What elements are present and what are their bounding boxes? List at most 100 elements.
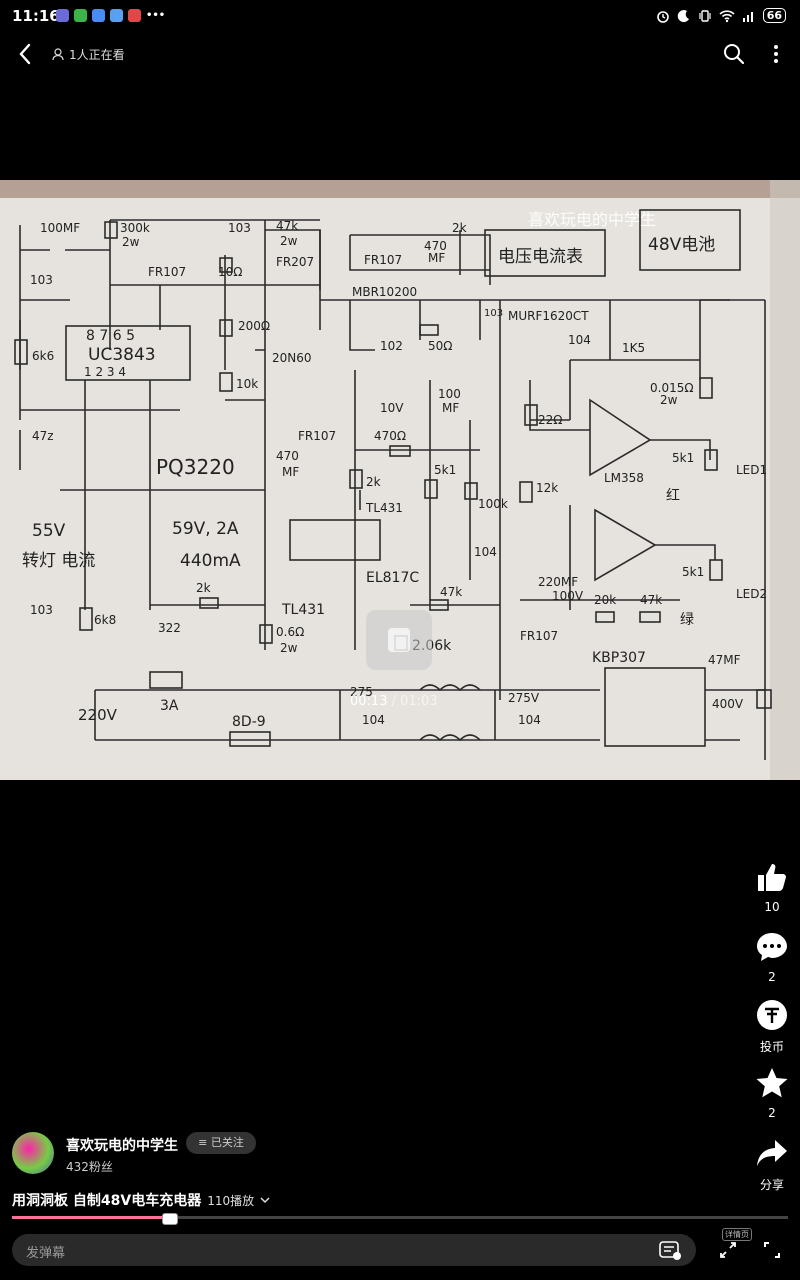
- schematic-label: 20N60: [272, 351, 312, 365]
- schematic-label: 0.015Ω: [650, 381, 694, 395]
- cloud-icon: [110, 9, 123, 22]
- schematic-label: MF: [428, 251, 445, 265]
- signal-icon: [742, 11, 753, 22]
- play-pause-icon[interactable]: [366, 610, 432, 670]
- back-arrow-icon[interactable]: [14, 40, 38, 68]
- share-button[interactable]: 分享: [746, 1136, 798, 1193]
- wechat-icon: [74, 9, 87, 22]
- coin-label: 投币: [759, 1040, 784, 1054]
- schematic-label: 103: [228, 221, 251, 235]
- progress-thumb[interactable]: [162, 1213, 178, 1225]
- schematic-label: 100V: [552, 589, 584, 603]
- schematic-label: 2k: [196, 581, 211, 595]
- schematic-label: 5k1: [672, 451, 694, 465]
- schematic-label: 104: [568, 333, 591, 347]
- schematic-label: 3A: [160, 698, 179, 714]
- schematic-label: 47k: [440, 585, 462, 599]
- like-button[interactable]: 10: [746, 860, 798, 914]
- schematic-label: 220V: [78, 706, 118, 724]
- search-icon[interactable]: [722, 42, 746, 66]
- fullscreen-icon[interactable]: [762, 1240, 782, 1260]
- video-player[interactable]: 100MF 300k 2w 103 47k 2w 2k FR107 470 MF…: [0, 180, 800, 780]
- share-icon: [757, 1140, 787, 1166]
- schematic-label: 10Ω: [218, 265, 242, 279]
- coin-button[interactable]: 投币: [746, 998, 798, 1055]
- schematic-label: LED1: [736, 463, 767, 477]
- schematic-label: 47MF: [708, 653, 741, 667]
- schematic-label: 1 2 3 4: [84, 365, 126, 379]
- favorite-button[interactable]: 2: [746, 1066, 798, 1120]
- comment-button[interactable]: 2: [746, 930, 798, 984]
- vibrate-icon: [699, 9, 711, 22]
- schematic-label: 103: [30, 603, 53, 617]
- more-notifications-icon: •••: [146, 10, 166, 21]
- schematic-label: PQ3220: [156, 455, 235, 479]
- schematic-label: FR107: [298, 429, 336, 443]
- schematic-label: 102: [380, 339, 403, 353]
- top-nav: 1人正在看: [0, 34, 800, 74]
- schematic-label: 2w: [122, 235, 140, 249]
- uploader-name[interactable]: 喜欢玩电的中学生: [66, 1138, 178, 1154]
- schematic-drawing: 100MF 300k 2w 103 47k 2w 2k FR107 470 MF…: [0, 180, 800, 780]
- schematic-label: 470Ω: [374, 429, 406, 443]
- expand-icon[interactable]: [718, 1240, 738, 1260]
- schematic-label: 322: [158, 621, 181, 635]
- schematic-label: 2k: [366, 475, 381, 489]
- more-options-icon[interactable]: [768, 42, 784, 66]
- schematic-label: 6k8: [94, 613, 116, 627]
- danmaku-placeholder: 发弹幕: [26, 1246, 66, 1261]
- schematic-label: 绿: [680, 612, 694, 628]
- schematic-label: 100MF: [40, 221, 80, 235]
- schematic-label: MURF1620CT: [508, 309, 589, 323]
- schematic-label: 47z: [32, 429, 54, 443]
- video-title-row[interactable]: 用洞洞板 自制48V电车充电器 110播放: [12, 1190, 270, 1210]
- schematic-label: 1K5: [622, 341, 645, 355]
- schematic-label: 5k1: [682, 565, 704, 579]
- schematic-label: 20k: [594, 593, 616, 607]
- coin-icon: [757, 1000, 787, 1030]
- danmaku-toggle-icon[interactable]: [658, 1238, 682, 1262]
- play-count: 110播放: [207, 1193, 255, 1208]
- schematic-label: 红: [666, 488, 680, 504]
- schematic-label: 55V: [32, 521, 66, 541]
- schematic-label: MF: [442, 401, 459, 415]
- schematic-label: 电压电流表: [498, 247, 583, 267]
- progress-bar[interactable]: [12, 1216, 788, 1219]
- schematic-label: TL431: [281, 602, 325, 618]
- play-glyph: [388, 628, 410, 652]
- schematic-label: 50Ω: [428, 339, 452, 353]
- schematic-label: 275: [350, 685, 373, 699]
- schematic-label: 12k: [536, 481, 558, 495]
- detail-page-badge: 详情页: [722, 1228, 752, 1241]
- duration: 01:03: [400, 694, 438, 709]
- schematic-label: 275V: [508, 691, 540, 705]
- status-bar: 11:16 ••• 66: [0, 0, 800, 32]
- follow-button[interactable]: ≡ 已关注: [186, 1132, 256, 1154]
- avatar[interactable]: [12, 1132, 54, 1174]
- danmaku-input[interactable]: 发弹幕: [12, 1234, 696, 1266]
- viewers-icon: [52, 48, 64, 61]
- current-time: 00:13: [350, 694, 388, 709]
- moon-icon: [677, 9, 689, 22]
- system-icons: 66: [656, 8, 786, 23]
- schematic-label: 100k: [478, 497, 508, 511]
- schematic-label: 400V: [712, 697, 744, 711]
- share-label: 分享: [759, 1178, 784, 1192]
- schematic-label: 10k: [236, 377, 258, 391]
- progress-fill: [12, 1216, 175, 1219]
- favorite-count: 2: [768, 1106, 776, 1120]
- alarm-icon: [656, 10, 669, 23]
- schematic-label: MF: [282, 465, 299, 479]
- schematic-label: 10V: [380, 401, 404, 415]
- schematic-label: 104: [518, 713, 541, 727]
- schematic-label: 300k: [120, 221, 150, 235]
- battery-indicator: 66: [762, 8, 786, 23]
- schematic-label: 8D-9: [232, 714, 266, 730]
- schematic-label: MBR10200: [352, 285, 417, 299]
- schematic-label: UC3843: [88, 345, 156, 365]
- schematic-label: 200Ω: [238, 319, 270, 333]
- schematic-label: LED2: [736, 587, 767, 601]
- chevron-down-icon: [260, 1197, 270, 1204]
- schematic-label: TL431: [365, 501, 403, 515]
- viewer-count-label: 1人正在看: [69, 48, 125, 62]
